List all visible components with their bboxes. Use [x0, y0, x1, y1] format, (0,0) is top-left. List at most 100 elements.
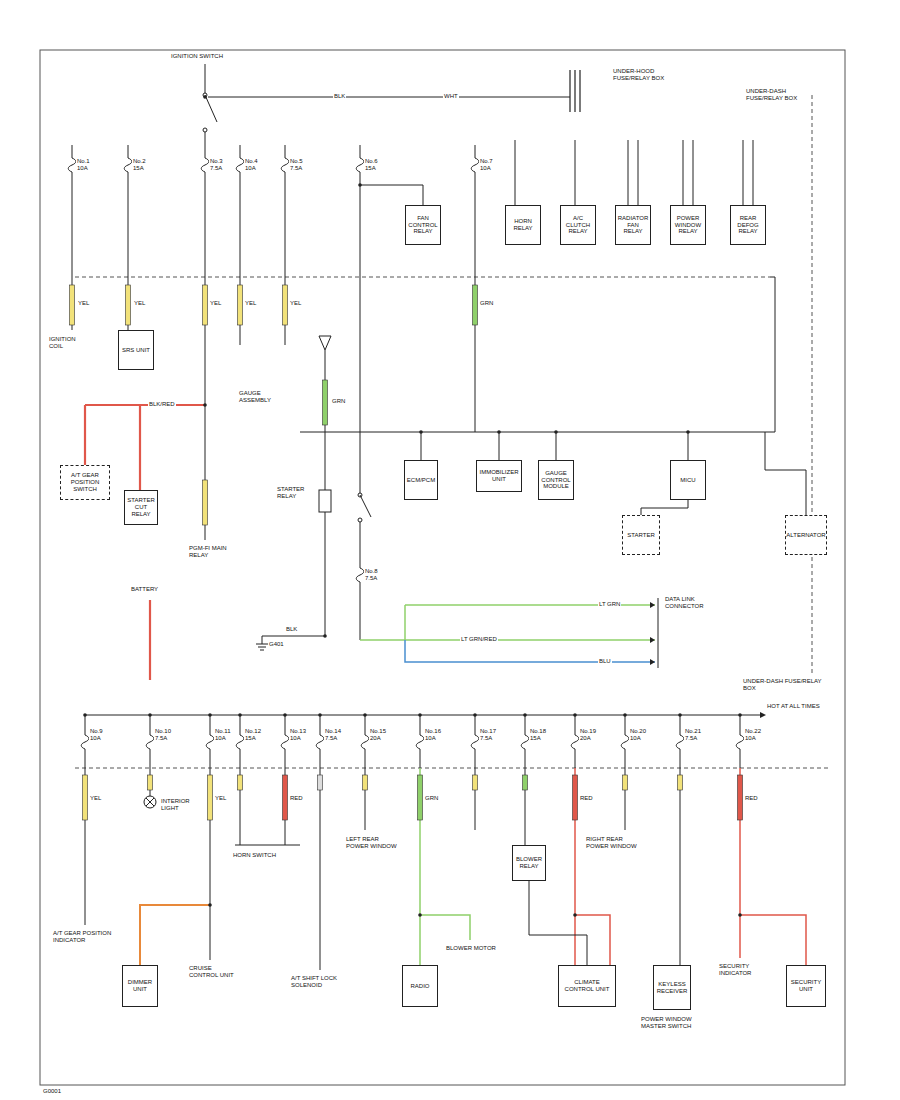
component-label: BLOWER RELAY [515, 856, 543, 870]
wire-label: A/T GEAR POSITION INDICATOR [52, 930, 114, 944]
wire-label: POWER WINDOW MASTER SWITCH [640, 1016, 702, 1030]
wire-label: SECURITY INDICATOR [718, 963, 760, 977]
wire [743, 140, 744, 205]
splice-dot [573, 913, 577, 917]
splice-dot [473, 713, 477, 717]
wire-label: HORN SWITCH [232, 852, 284, 859]
relay-coil [319, 490, 331, 512]
wire-label: No.8 7.5A [364, 568, 388, 582]
fuse-box-boundary [75, 768, 830, 769]
component-label: RADIATOR FAN RELAY [618, 215, 648, 236]
fuse-gap [677, 735, 683, 749]
component-label: KEYLESS RECEIVER [656, 981, 688, 995]
wire [360, 432, 361, 495]
bulb-symbol [144, 796, 156, 808]
wire [556, 432, 557, 460]
wire [575, 140, 576, 205]
splice-dot [686, 430, 690, 434]
wire-label: No.11 10A [214, 728, 238, 742]
wire-label: CRUISE CONTROL UNIT [188, 965, 235, 979]
component-label: SRS UNIT [122, 347, 150, 354]
wire-label: No.13 10A [289, 728, 313, 742]
wire-red [575, 915, 610, 965]
wire-label: RIGHT REAR POWER WINDOW [585, 836, 647, 850]
fuse-symbol [736, 735, 744, 749]
wire [683, 140, 684, 205]
wire-label: YEL [89, 795, 102, 802]
wire-connector [641, 500, 688, 515]
wire-color-band [473, 775, 478, 790]
ground-symbol [260, 650, 264, 651]
wire-red [85, 404, 205, 406]
relay-contact [579, 70, 580, 112]
component-label: CLIMATE CONTROL UNIT [561, 979, 613, 993]
splice-dot [738, 713, 742, 717]
relay-contact [569, 70, 570, 112]
fuse-gap [472, 158, 478, 172]
wire-label: A/T SHIFT LOCK SOLENOID [290, 975, 342, 989]
wire-color-band [148, 775, 153, 790]
splice-dot [318, 713, 322, 717]
wire [688, 432, 689, 460]
wire-color-band [238, 285, 243, 325]
connector-arrow [650, 659, 655, 665]
wire-label: GAUGE ASSEMBLY [238, 390, 285, 404]
fuse-gap [202, 158, 208, 172]
wire-color-band [678, 775, 683, 790]
wire-color-band [83, 775, 88, 820]
component-label: ECM/PCM [407, 477, 435, 484]
fuse-symbol [81, 735, 89, 749]
splice-dot [497, 430, 501, 434]
wire-label: IGNITION COIL [48, 336, 90, 350]
component-label: ALTERNATOR [786, 532, 825, 539]
wire-label: G401 [268, 641, 285, 648]
component-box: CLIMATE CONTROL UNIT [558, 965, 616, 1007]
wire [693, 140, 694, 205]
wire-color-band [203, 480, 208, 525]
wire-label: No.7 10A [479, 158, 503, 172]
wire-red [740, 915, 806, 965]
splice-dot [208, 713, 212, 717]
splice-dot [418, 913, 422, 917]
wire-label: No.18 15A [529, 728, 553, 742]
component-label: MICU [680, 477, 695, 484]
component-box: RADIO [402, 965, 438, 1007]
fuse-symbol [361, 735, 369, 749]
splice-dot [554, 430, 558, 434]
wire-label: UNDER-HOOD FUSE/RELAY BOX [612, 68, 674, 82]
wire-label: HOT AT ALL TIMES [766, 703, 830, 710]
splice-dot [283, 713, 287, 717]
wire [320, 768, 321, 970]
splice-dot [208, 903, 212, 907]
wire [638, 140, 639, 205]
wire-label: No.4 10A [244, 158, 268, 172]
fuse-symbol [356, 158, 364, 172]
wire-color-band [323, 380, 328, 425]
component-box: FAN CONTROL RELAY [405, 205, 441, 245]
splice-dot [363, 713, 367, 717]
frame [40, 50, 845, 1085]
wire-label: No.17 7.5A [479, 728, 503, 742]
wire-label: No.14 7.5A [324, 728, 348, 742]
splice-dot [358, 183, 362, 187]
wire-label: GRN [424, 795, 439, 802]
fuse-symbol [316, 735, 324, 749]
wire [628, 140, 629, 205]
wire-label: No.5 7.5A [289, 158, 313, 172]
fuse-gap [125, 158, 131, 172]
splice-dot [148, 713, 152, 717]
fuse-symbol [416, 735, 424, 749]
fuse-symbol [621, 735, 629, 749]
component-label: RADIO [410, 983, 429, 990]
relay-contact [574, 70, 575, 112]
wire-label: No.21 7.5A [684, 728, 708, 742]
fuse-gap [282, 735, 288, 749]
wire [680, 768, 681, 965]
wire-color-band [283, 285, 288, 325]
bulb-filament [146, 798, 154, 806]
splice-bar [235, 845, 300, 846]
fuse-gap [282, 158, 288, 172]
fuse-gap [622, 735, 628, 749]
wire-label: LEFT REAR POWER WINDOW [345, 836, 402, 850]
